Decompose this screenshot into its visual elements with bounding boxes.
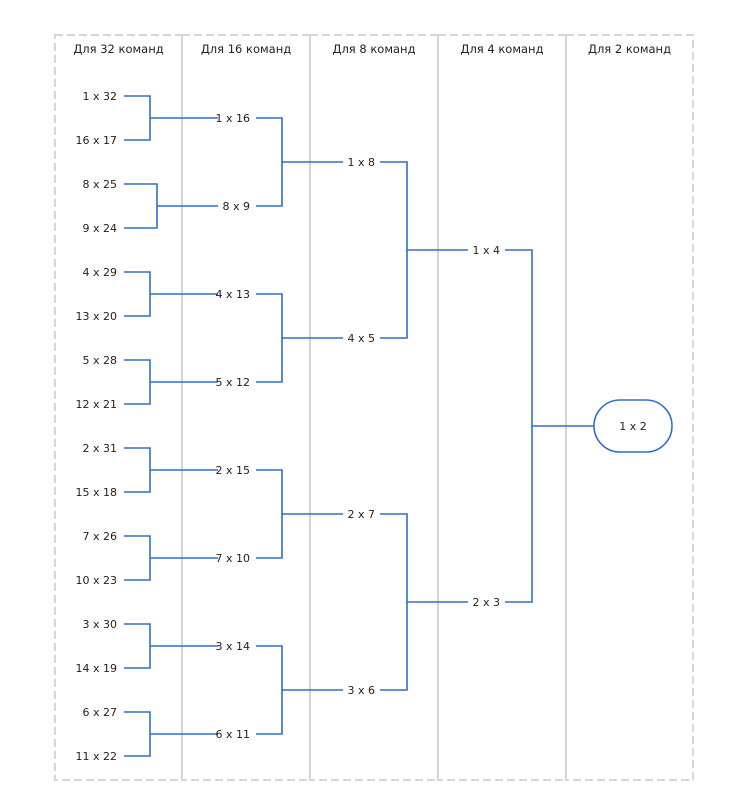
match-r4-1: 1 x 4 [473, 244, 501, 257]
match-r1-13: 3 x 30 [83, 618, 118, 631]
match-r1-11: 7 x 26 [83, 530, 118, 543]
match-r2-5: 2 x 15 [216, 464, 251, 477]
column-frame-1 [54, 34, 183, 781]
bracket-r1-pair-8 [124, 711, 151, 757]
match-r2-2: 8 x 9 [223, 200, 251, 213]
match-r1-6: 13 x 20 [76, 310, 118, 323]
match-r1-15: 6 x 27 [83, 706, 118, 719]
match-r2-7: 3 x 14 [216, 640, 251, 653]
match-r1-8: 12 x 21 [76, 398, 118, 411]
column-title-1: Для 32 команд [73, 42, 163, 56]
bracket-r2-pair-1 [256, 117, 283, 207]
match-final: 1 x 2 [619, 420, 647, 433]
match-r2-1: 1 x 16 [216, 112, 251, 125]
match-r1-7: 5 x 28 [83, 354, 118, 367]
column-title-5: Для 2 команд [588, 42, 671, 56]
match-labels: Для 32 команд Для 16 команд Для 8 команд Дл… [73, 42, 671, 763]
column-title-2: Для 16 команд [201, 42, 291, 56]
match-r3-2: 4 x 5 [348, 332, 376, 345]
bracket-r4-pair-1 [505, 249, 533, 603]
bracket-r2-pair-2 [256, 293, 283, 383]
bracket-r1-pair-5 [124, 447, 151, 493]
bracket-r1-pair-2 [124, 183, 158, 229]
match-r4-2: 2 x 3 [473, 596, 501, 609]
match-r1-12: 10 x 23 [76, 574, 118, 587]
match-r2-3: 4 x 13 [216, 288, 251, 301]
bracket-r3-pair-1 [380, 161, 408, 339]
match-r1-5: 4 x 29 [83, 266, 118, 279]
column-frame-2 [181, 34, 311, 781]
match-r3-1: 1 x 8 [348, 156, 376, 169]
match-r2-6: 7 x 10 [216, 552, 251, 565]
bracket-r3-pair-2 [380, 513, 408, 691]
match-r1-9: 2 x 31 [83, 442, 118, 455]
bracket-r1-pair-3 [124, 271, 151, 317]
bracket-r2-pair-3 [256, 469, 283, 559]
column-title-3: Для 8 команд [332, 42, 415, 56]
match-r1-2: 16 x 17 [76, 134, 118, 147]
column-title-4: Для 4 команд [460, 42, 543, 56]
column-frame-4 [437, 34, 567, 781]
column-frames [54, 34, 694, 781]
bracket-r2-pair-4 [256, 645, 283, 735]
bracket-links [124, 95, 673, 757]
match-r2-4: 5 x 12 [216, 376, 251, 389]
bracket-r1-pair-6 [124, 535, 151, 581]
match-r1-10: 15 x 18 [76, 486, 118, 499]
match-r3-4: 3 x 6 [348, 684, 376, 697]
bracket-r1-pair-4 [124, 359, 151, 405]
match-r1-4: 9 x 24 [83, 222, 118, 235]
final-match-box [593, 399, 673, 453]
match-r1-16: 11 x 22 [76, 750, 118, 763]
column-frame-5 [565, 34, 694, 781]
match-r1-3: 8 x 25 [83, 178, 118, 191]
match-r2-8: 6 x 11 [216, 728, 251, 741]
bracket-r1-pair-7 [124, 623, 151, 669]
column-frame-3 [309, 34, 439, 781]
match-r3-3: 2 x 7 [348, 508, 376, 521]
bracket-r1-pair-1 [124, 95, 151, 141]
match-r1-1: 1 x 32 [83, 90, 118, 103]
match-r1-14: 14 x 19 [76, 662, 118, 675]
